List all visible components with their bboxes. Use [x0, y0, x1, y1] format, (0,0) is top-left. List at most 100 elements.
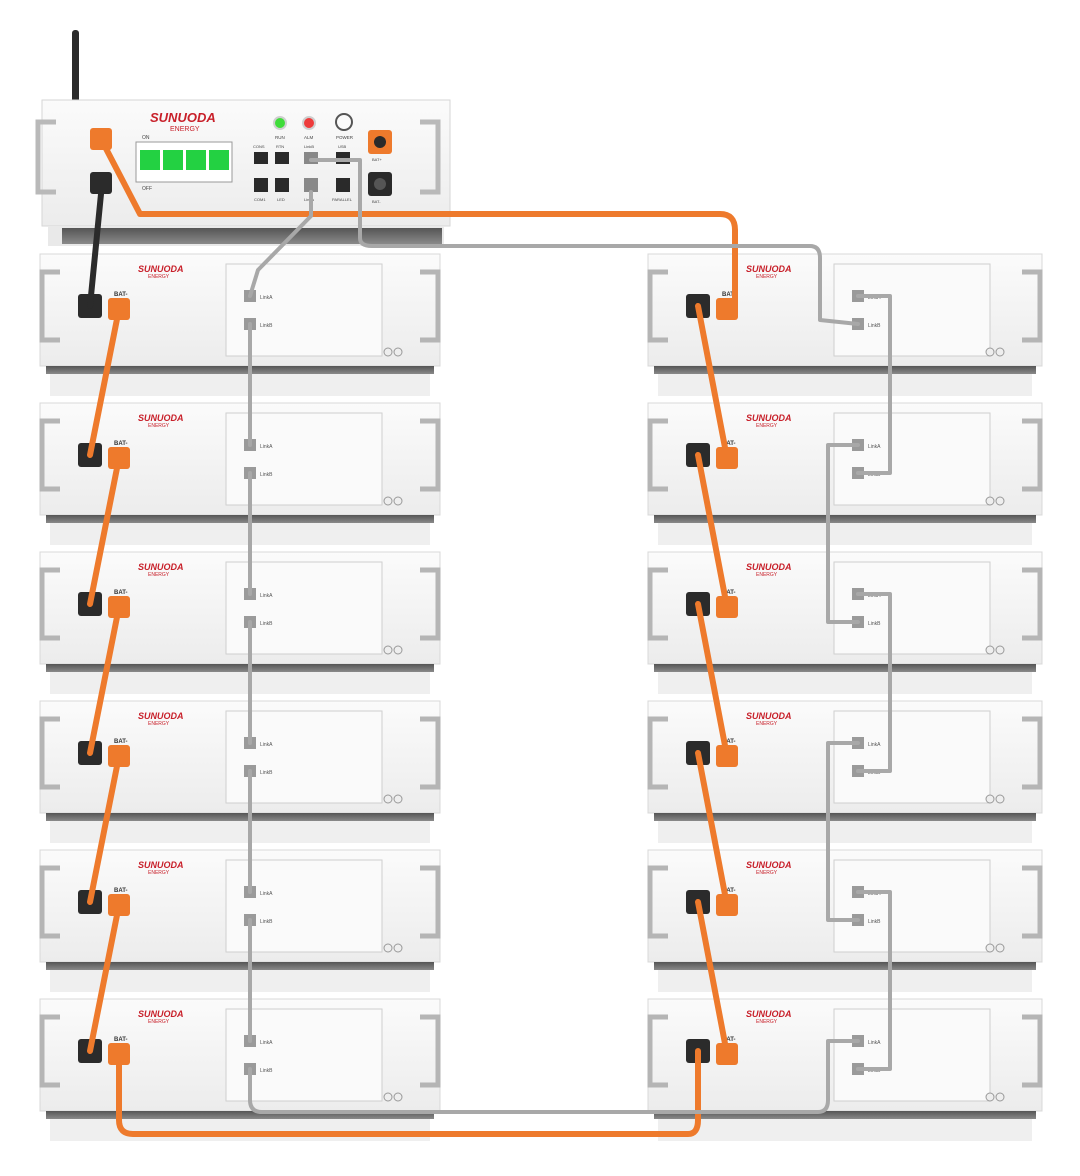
left-handle[interactable]: [647, 716, 668, 790]
port-parallel[interactable]: [336, 178, 350, 192]
right-handle[interactable]: [1022, 418, 1043, 492]
link-a-label: LinkA: [260, 295, 273, 301]
controller-bat-pos-label: BAT+: [372, 157, 382, 162]
comm-cable-chain: [856, 890, 892, 1071]
module-brand: SUNUODA: [746, 264, 792, 274]
link-b-label: LinkB: [260, 621, 273, 627]
module-rail: [654, 515, 1036, 523]
breaker-switch[interactable]: [135, 141, 233, 183]
comm-cable-controller-left: [248, 190, 313, 298]
port-cons[interactable]: [254, 152, 268, 164]
left-handle[interactable]: [647, 1014, 668, 1088]
comm-cable-chain: [856, 592, 892, 773]
power-cable-series: [87, 455, 122, 607]
port-com1[interactable]: [254, 178, 268, 192]
module-bat-label: BAT-: [114, 590, 128, 596]
power-cable-series: [87, 604, 122, 756]
left-handle[interactable]: [39, 269, 60, 343]
port-linka[interactable]: [304, 178, 318, 192]
module-brand-sub: ENERGY: [148, 721, 170, 727]
right-handle[interactable]: [420, 865, 441, 939]
right-handle[interactable]: [1022, 1014, 1043, 1088]
module-screw: [393, 1092, 403, 1102]
controller-bat-neg-label: BAT-: [372, 199, 381, 204]
module-rail: [654, 366, 1036, 374]
module-screw: [383, 794, 393, 804]
module-brand: SUNUODA: [138, 860, 184, 870]
left-handle[interactable]: [647, 567, 668, 641]
module-brand: SUNUODA: [138, 562, 184, 572]
right-handle[interactable]: [420, 269, 441, 343]
module-brand-sub: ENERGY: [148, 274, 170, 280]
module-brand: SUNUODA: [746, 413, 792, 423]
module-bat-label: BAT-: [722, 739, 736, 745]
module-screw: [985, 645, 995, 655]
controller-neg-connector[interactable]: [90, 172, 112, 194]
module-rail: [46, 962, 434, 970]
module-brand-sub: ENERGY: [756, 721, 778, 727]
link-a-label: LinkA: [868, 1040, 881, 1046]
module-screw: [393, 943, 403, 953]
left-handle[interactable]: [39, 567, 60, 641]
power-button[interactable]: [335, 113, 353, 131]
right-handle[interactable]: [420, 716, 441, 790]
module-brand: SUNUODA: [746, 860, 792, 870]
module-rail: [654, 664, 1036, 672]
right-handle[interactable]: [420, 418, 441, 492]
module-spacer: [658, 672, 1032, 694]
module-spacer: [658, 523, 1032, 545]
module-brand: SUNUODA: [746, 562, 792, 572]
module-rail: [46, 1111, 434, 1119]
module-info-panel: [833, 859, 991, 953]
right-handle[interactable]: [1022, 567, 1043, 641]
module-screw: [383, 1092, 393, 1102]
right-handle[interactable]: [1022, 269, 1043, 343]
port-label-led: LED: [277, 197, 285, 202]
battery-modules: SUNUODAENERGYBAT-LinkALinkBSUNUODAENERGY…: [39, 253, 1043, 1141]
link-b-label: LinkB: [260, 770, 273, 776]
run-indicator-light: [273, 116, 287, 130]
left-handle[interactable]: [647, 269, 668, 343]
left-handle[interactable]: [647, 865, 668, 939]
module-rail: [46, 366, 434, 374]
module-bat-label: BAT-: [114, 888, 128, 894]
run-label: RUN: [275, 135, 285, 140]
module-brand: SUNUODA: [138, 264, 184, 274]
left-handle[interactable]: [39, 1014, 60, 1088]
link-b-label: LinkB: [868, 919, 881, 925]
module-screw: [985, 347, 995, 357]
module-screw: [995, 347, 1005, 357]
module-brand: SUNUODA: [746, 711, 792, 721]
power-label: POWER: [336, 135, 354, 140]
module-bat-label: BAT-: [722, 590, 736, 596]
module-brand-sub: ENERGY: [148, 870, 170, 876]
right-handle[interactable]: [420, 567, 441, 641]
port-led[interactable]: [275, 178, 289, 192]
left-handle[interactable]: [647, 418, 668, 492]
left-handle[interactable]: [39, 418, 60, 492]
module-spacer: [50, 1119, 430, 1141]
left-handle[interactable]: [39, 865, 60, 939]
module-brand-sub: ENERGY: [148, 423, 170, 429]
right-handle[interactable]: [420, 1014, 441, 1088]
module-info-panel: [833, 710, 991, 804]
module-screw: [985, 794, 995, 804]
port-label-cons: CONS: [253, 144, 265, 149]
right-handle[interactable]: [1022, 865, 1043, 939]
module-screw: [985, 496, 995, 506]
module-screw: [383, 347, 393, 357]
link-a-label: LinkA: [260, 891, 273, 897]
module-brand: SUNUODA: [138, 413, 184, 423]
breaker-on-label: ON: [142, 135, 150, 141]
link-b-label: LinkB: [260, 919, 273, 925]
left-handle[interactable]: [39, 716, 60, 790]
power-cable-neg: [87, 191, 104, 309]
port-rtn[interactable]: [275, 152, 289, 164]
module-screw: [393, 794, 403, 804]
right-handle[interactable]: [1022, 716, 1043, 790]
module-spacer: [50, 672, 430, 694]
link-a-label: LinkA: [868, 742, 881, 748]
